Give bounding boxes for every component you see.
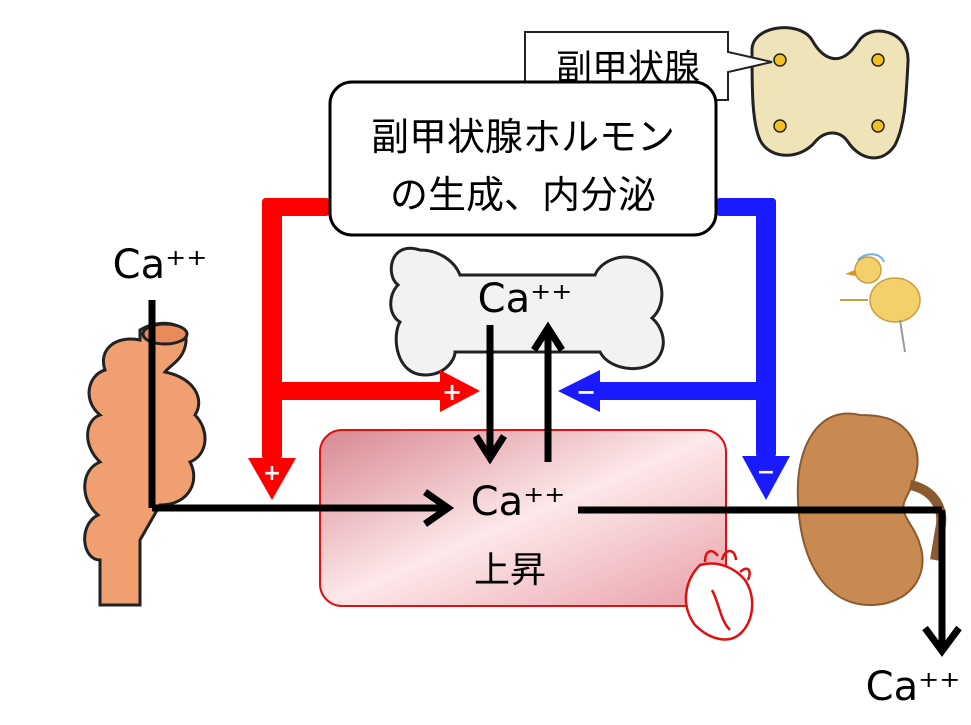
ca-intestine-label: Ca⁺⁺ [113,242,208,288]
sign-bone-inhibit: − [576,378,596,406]
hormone-label-box: 副甲状腺ホルモン の生成、内分泌 [328,80,718,237]
stimulate-pathway [248,198,480,500]
ca-bone-label: Ca⁺⁺ [478,276,573,322]
ca-blood-label: Ca⁺⁺ [471,479,566,525]
sign-intestine-stimulate: + [263,461,281,486]
sign-kidney-inhibit: − [757,460,775,485]
hormone-label-line1: 副甲状腺ホルモン [371,115,675,159]
sign-bone-stimulate: + [442,378,462,406]
parathyroid-gland-icon [750,26,910,160]
hormone-label-line2: の生成、内分泌 [390,173,656,217]
rise-label: 上昇 [474,550,546,591]
inhibit-pathway [558,198,790,500]
heart-icon [684,549,754,641]
blood-box [319,429,727,607]
calcium-flow-arrows [148,300,962,657]
intestine-icon [83,321,207,607]
ca-urine-label: Ca⁺⁺ [866,664,961,710]
chick-icon [840,253,921,353]
bone-icon [389,246,665,377]
